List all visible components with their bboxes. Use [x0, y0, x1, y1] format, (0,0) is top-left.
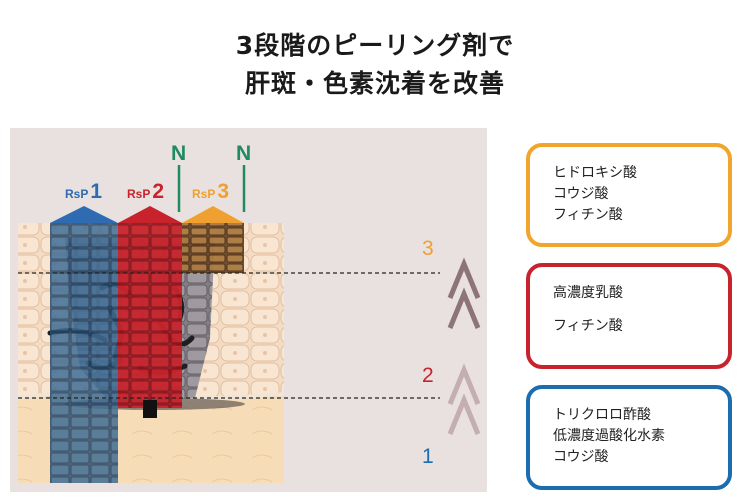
- level-label-2: 2: [422, 364, 434, 387]
- ingredient-text: コウジ酸: [553, 449, 609, 465]
- upward-chevrons-upper: [447, 257, 481, 329]
- probe-label-1: RsP1: [65, 180, 102, 203]
- ingredient-text: ヒドロキシ酸: [553, 165, 637, 181]
- ingredient-text: フィチン酸: [553, 318, 623, 334]
- ingredient-box-3: トリクロロ酢酸 低濃度過酸化水素 コウジ酸: [526, 385, 732, 490]
- level-label-1: 1: [422, 445, 434, 468]
- title-line-1: 3段階のピーリング剤で: [235, 31, 515, 60]
- probe-column-3: [182, 223, 244, 273]
- skin-peel-diagram: RsP1 RsP2 RsP3 N N 3 2 1: [10, 128, 487, 492]
- ingredient-text: フィチン酸: [553, 207, 623, 223]
- probe-arrow-3: [182, 206, 244, 223]
- title-line-2: 肝斑・色素沈着を改善: [244, 69, 505, 98]
- probe-arrow-2: [118, 206, 182, 223]
- probe-arrow-1: [50, 206, 118, 223]
- ingredient-text: 高濃度乳酸: [553, 285, 623, 301]
- basal-marker: [143, 400, 157, 418]
- level-label-3: 3: [422, 237, 434, 260]
- probe-label-2: RsP2: [127, 180, 164, 203]
- ingredient-box-2: 高濃度乳酸 フィチン酸: [526, 263, 732, 369]
- ingredient-text: 低濃度過酸化水素: [553, 428, 665, 444]
- probe-label-3: RsP3: [192, 180, 229, 203]
- n-label-2: N: [236, 142, 251, 165]
- probe-column-1: [50, 223, 118, 483]
- upward-chevrons-lower: [447, 363, 481, 435]
- ingredient-text: トリクロロ酢酸: [553, 407, 651, 423]
- ingredient-text: コウジ酸: [553, 186, 609, 202]
- ingredient-box-1: ヒドロキシ酸 コウジ酸 フィチン酸: [526, 143, 732, 247]
- n-label-1: N: [171, 142, 186, 165]
- probe-column-2: [118, 223, 182, 408]
